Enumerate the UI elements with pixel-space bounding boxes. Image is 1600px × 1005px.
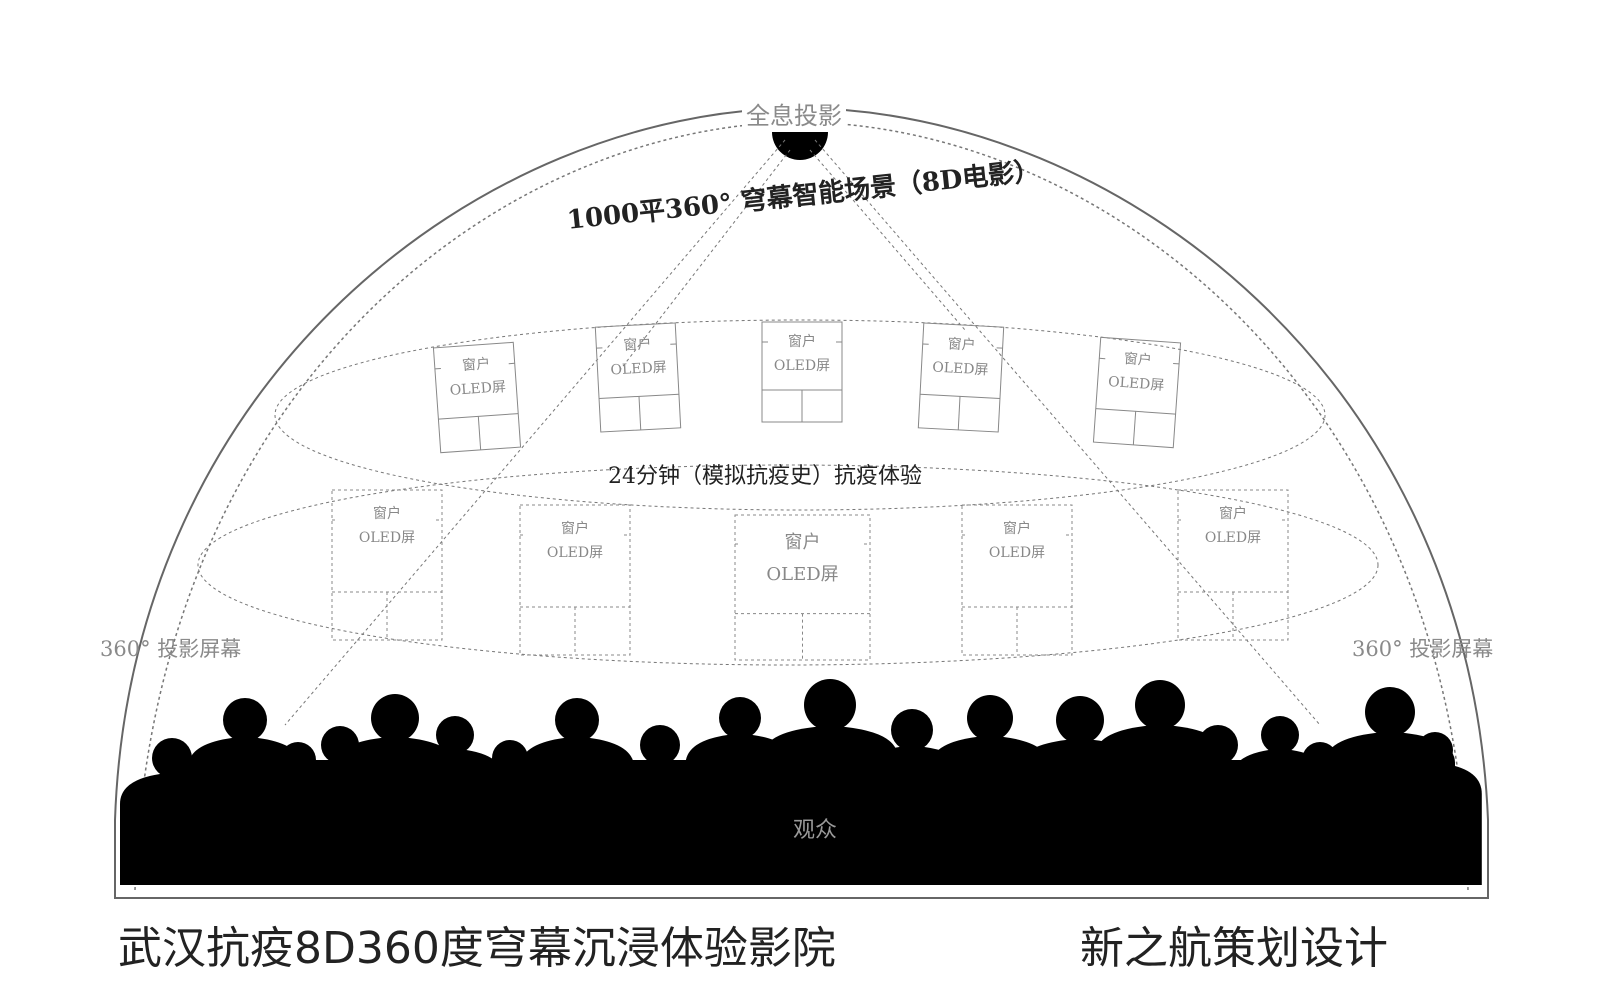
screen-line2: OLED屏	[931, 359, 989, 379]
oled-screen-frame	[594, 322, 682, 433]
lower-ring	[197, 464, 1379, 666]
oled-screen-label: 窗户 OLED屏	[762, 330, 842, 378]
audience-head	[1056, 696, 1104, 744]
footer-credit: 新之航策划设计	[1080, 923, 1388, 974]
oled-screen-frame	[331, 489, 443, 641]
oled-screen-frame	[432, 341, 522, 454]
screen-line2: OLED屏	[610, 359, 668, 379]
screen-line1: 窗户	[561, 521, 589, 537]
oled-screen-frame	[1177, 489, 1289, 641]
audience-head	[1261, 716, 1299, 754]
audience-head	[891, 709, 933, 751]
audience-head	[1198, 725, 1238, 765]
screen-line2: OLED屏	[358, 530, 416, 546]
audience-head	[967, 695, 1013, 741]
oled-screen-frame	[519, 504, 631, 656]
upper-ring	[274, 319, 1326, 511]
audience-head	[152, 738, 192, 778]
screen-line2: OLED屏	[766, 564, 839, 585]
screen-label-left: 360° 投影屏幕	[100, 637, 242, 661]
audience-head	[1365, 687, 1415, 737]
screen-line2: OLED屏	[1204, 530, 1262, 546]
oled-screen-frame	[917, 322, 1005, 433]
oled-screen-frame	[961, 504, 1073, 656]
hologram-label: 全息投影	[742, 96, 846, 131]
audience-head	[1135, 680, 1185, 730]
oled-screen-label: 窗户 OLED屏	[962, 517, 1072, 565]
audience-head	[640, 725, 680, 765]
projection-lines	[284, 139, 1321, 726]
audience-body	[1388, 764, 1482, 885]
footer-title: 武汉抗疫8D360度穹幕沉浸体验影院	[118, 923, 836, 974]
audience-label: 观众	[793, 818, 838, 843]
oled-screen-label: 窗户 OLED屏	[520, 517, 630, 565]
screen-line1: 窗户	[788, 334, 816, 350]
projector-icon	[772, 132, 828, 160]
screen-label-right: 360° 投影屏幕	[1352, 637, 1494, 661]
oled-screen-label: 窗户 OLED屏	[332, 502, 442, 550]
audience-head	[223, 698, 267, 742]
screen-line2: OLED屏	[546, 545, 604, 561]
oled-screen-label: 窗户 OLED屏	[1178, 502, 1288, 550]
audience-head	[1417, 732, 1453, 768]
screen-line2: OLED屏	[988, 545, 1046, 561]
screen-line1: 窗户	[1219, 506, 1247, 522]
audience-head	[371, 694, 419, 742]
screen-line2: OLED屏	[773, 358, 831, 374]
audience-body	[519, 738, 635, 885]
audience-head	[555, 698, 599, 742]
oled-screen-frame	[761, 321, 843, 423]
screen-line1: 窗户	[784, 532, 821, 553]
audience-head	[719, 697, 761, 739]
oled-screen-label: 窗户 OLED屏	[735, 527, 870, 591]
audience-head	[492, 740, 528, 776]
audience-head	[804, 679, 856, 731]
audience-head	[436, 716, 474, 754]
oled-screen-frame	[1092, 336, 1182, 449]
audience-silhouette	[120, 679, 1482, 885]
oled-screen-frame	[734, 514, 871, 661]
ring-caption: 24分钟（模拟抗疫史）抗疫体验	[608, 464, 922, 489]
screen-line1: 窗户	[373, 506, 401, 522]
screen-line1: 窗户	[1003, 521, 1031, 537]
